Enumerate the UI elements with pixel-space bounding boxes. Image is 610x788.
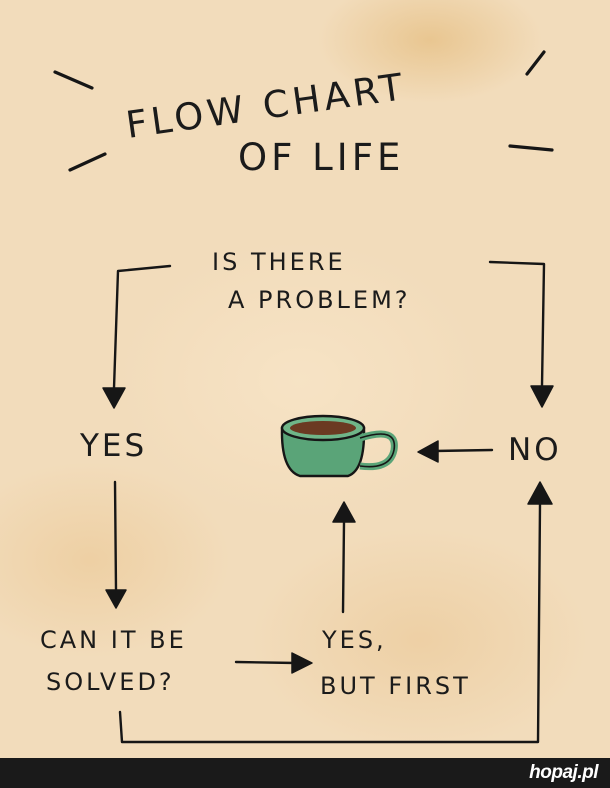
arrow-solvable-to-no (118, 481, 553, 744)
yes-but-line1: YES, (321, 626, 387, 654)
arrow-question-to-no (488, 260, 554, 408)
flowchart-diagram: FLOW CHART OF LIFE IS THERE A PROBLEM? Y… (40, 50, 562, 744)
solvable-line1: CAN IT BE (40, 626, 187, 654)
title-decoration (53, 50, 554, 172)
arrow-question-to-yes (102, 264, 172, 409)
arrow-no-to-cup (417, 440, 494, 463)
footer-bar: hopaj.pl (0, 758, 610, 788)
arrow-solvable-to-yes-but (234, 652, 313, 674)
solvable-line2: SOLVED? (46, 668, 175, 696)
yes-node: YES (79, 428, 147, 464)
watermark-logo: hopaj.pl (529, 762, 598, 783)
arrow-yes-but-to-cup (332, 501, 356, 614)
no-node: NO (508, 432, 562, 468)
yes-but-line2: BUT FIRST (320, 672, 471, 700)
title-line1: FLOW CHART (123, 65, 409, 147)
arrow-yes-to-solvable (105, 480, 127, 609)
paper-background (0, 0, 610, 758)
question-line1: IS THERE (212, 248, 346, 276)
question-line2: A PROBLEM? (228, 286, 411, 314)
coffee-cup-icon (280, 414, 398, 478)
title-line2: OF LIFE (238, 136, 404, 179)
